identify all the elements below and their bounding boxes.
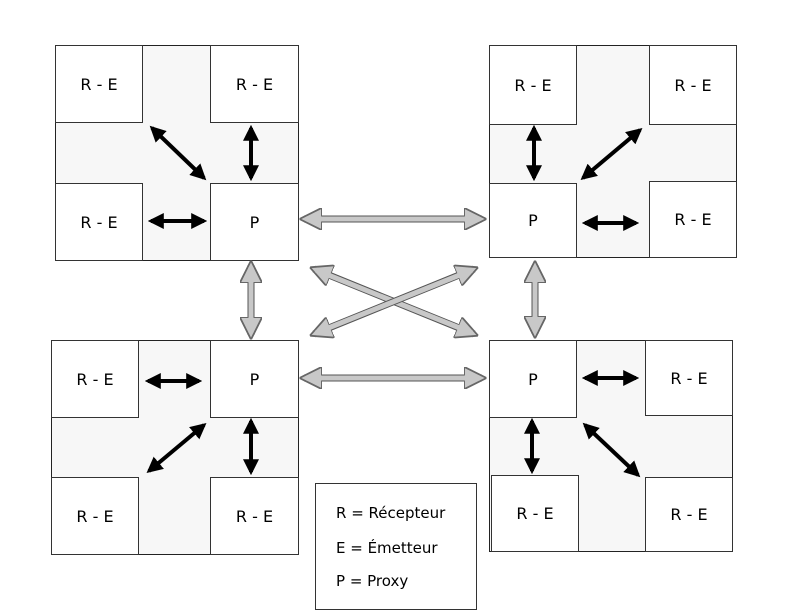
node-receiver-emitter: R - E — [645, 340, 733, 416]
arrow-internal — [149, 125, 207, 181]
arrow-internal — [582, 422, 641, 478]
node-proxy: P — [489, 340, 577, 418]
node-receiver-emitter: R - E — [645, 477, 733, 552]
node-proxy: P — [210, 183, 299, 261]
arrow-proxy-link — [314, 269, 474, 334]
node-receiver-emitter: R - E — [51, 477, 139, 555]
node-receiver-emitter: R - E — [210, 477, 299, 555]
node-proxy: P — [210, 340, 299, 418]
node-receiver-emitter: R - E — [649, 45, 737, 125]
node-receiver-emitter: R - E — [491, 475, 579, 552]
legend-emitter: E = Émetteur — [336, 539, 438, 557]
node-receiver-emitter: R - E — [51, 340, 139, 418]
arrow-internal — [146, 422, 207, 474]
legend-proxy: P = Proxy — [336, 572, 409, 590]
node-receiver-emitter: R - E — [649, 181, 737, 258]
node-receiver-emitter: R - E — [210, 45, 299, 123]
node-receiver-emitter: R - E — [489, 45, 577, 125]
arrow-internal — [580, 127, 643, 181]
legend-receiver: R = Récepteur — [336, 504, 446, 522]
node-receiver-emitter: R - E — [55, 183, 143, 261]
node-proxy: P — [489, 183, 577, 258]
legend: R = Récepteur E = Émetteur P = Proxy — [315, 483, 477, 610]
node-receiver-emitter: R - E — [55, 45, 143, 123]
